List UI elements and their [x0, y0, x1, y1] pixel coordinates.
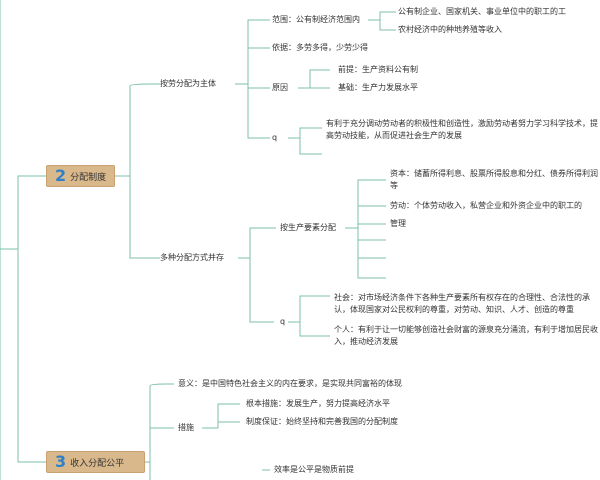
node-personal-significance[interactable]: 个人：有利于让一切能够创造社会财富的源泉充分涌流，有利于增加居民收入，推动经济发…: [334, 325, 598, 346]
node-scope-item-1[interactable]: 公有制企业、国家机关、事业单位中的职工的工: [398, 7, 566, 16]
topic-number: 3: [55, 452, 67, 471]
node-meaning[interactable]: 意义：是中国特色社会主义的内在要求，是实现共同富裕的体现: [178, 379, 402, 388]
node-multiple-distribution[interactable]: 多种分配方式并存: [160, 253, 224, 262]
node-reason[interactable]: 原因: [272, 83, 288, 92]
node-by-production-factors[interactable]: 按生产要素分配: [280, 223, 336, 232]
node-social-significance[interactable]: 社会：对市场经济条件下各种生产要素所有权存在的合理性、合法性的承认，体现国家对公…: [334, 293, 590, 314]
topic-income-fairness[interactable]: 3 收入分配公平: [46, 451, 145, 473]
node-factor-capital[interactable]: 资本：储蓄所得利息、股票所得股息和分红、债券所得利润等: [390, 169, 598, 190]
node-factor-management[interactable]: 管理: [390, 219, 406, 228]
node-reason-foundation[interactable]: 基础：生产力发展水平: [338, 83, 418, 92]
node-measure-fundamental[interactable]: 根本措施：发展生产，努力提高经济水平: [246, 399, 390, 408]
topic-title: 分配制度: [70, 172, 107, 183]
node-q-marker-2[interactable]: q: [280, 317, 286, 326]
node-scope-item-2[interactable]: 农村经济中的种地养殖等收入: [398, 25, 502, 34]
node-measure-institutional[interactable]: 制度保证：始终坚持和完善我国的分配制度: [246, 417, 398, 426]
topic-title: 收入分配公平: [70, 458, 125, 469]
node-reason-premise[interactable]: 前提：生产资料公有制: [338, 65, 418, 74]
node-factor-labor[interactable]: 劳动：个体劳动收入，私营企业和外资企业中的职工的: [390, 201, 582, 210]
node-measures[interactable]: 措施: [178, 423, 194, 432]
node-q-marker[interactable]: q: [272, 133, 278, 142]
topic-number: 2: [55, 166, 67, 185]
node-scope[interactable]: 范围：公有制经济范围内: [272, 15, 360, 24]
topic-distribution-system[interactable]: 2 分配制度: [46, 165, 115, 187]
node-distribution-by-work[interactable]: 按劳分配为主体: [160, 79, 216, 88]
node-significance[interactable]: 有利于充分调动劳动者的积极性和创造性，激励劳动者努力学习科学技术，提高劳动技能，…: [326, 119, 598, 140]
node-basis[interactable]: 依据：多劳多得，少劳少得: [272, 43, 368, 52]
node-efficiency[interactable]: 效率是公平是物质前提: [274, 465, 354, 474]
